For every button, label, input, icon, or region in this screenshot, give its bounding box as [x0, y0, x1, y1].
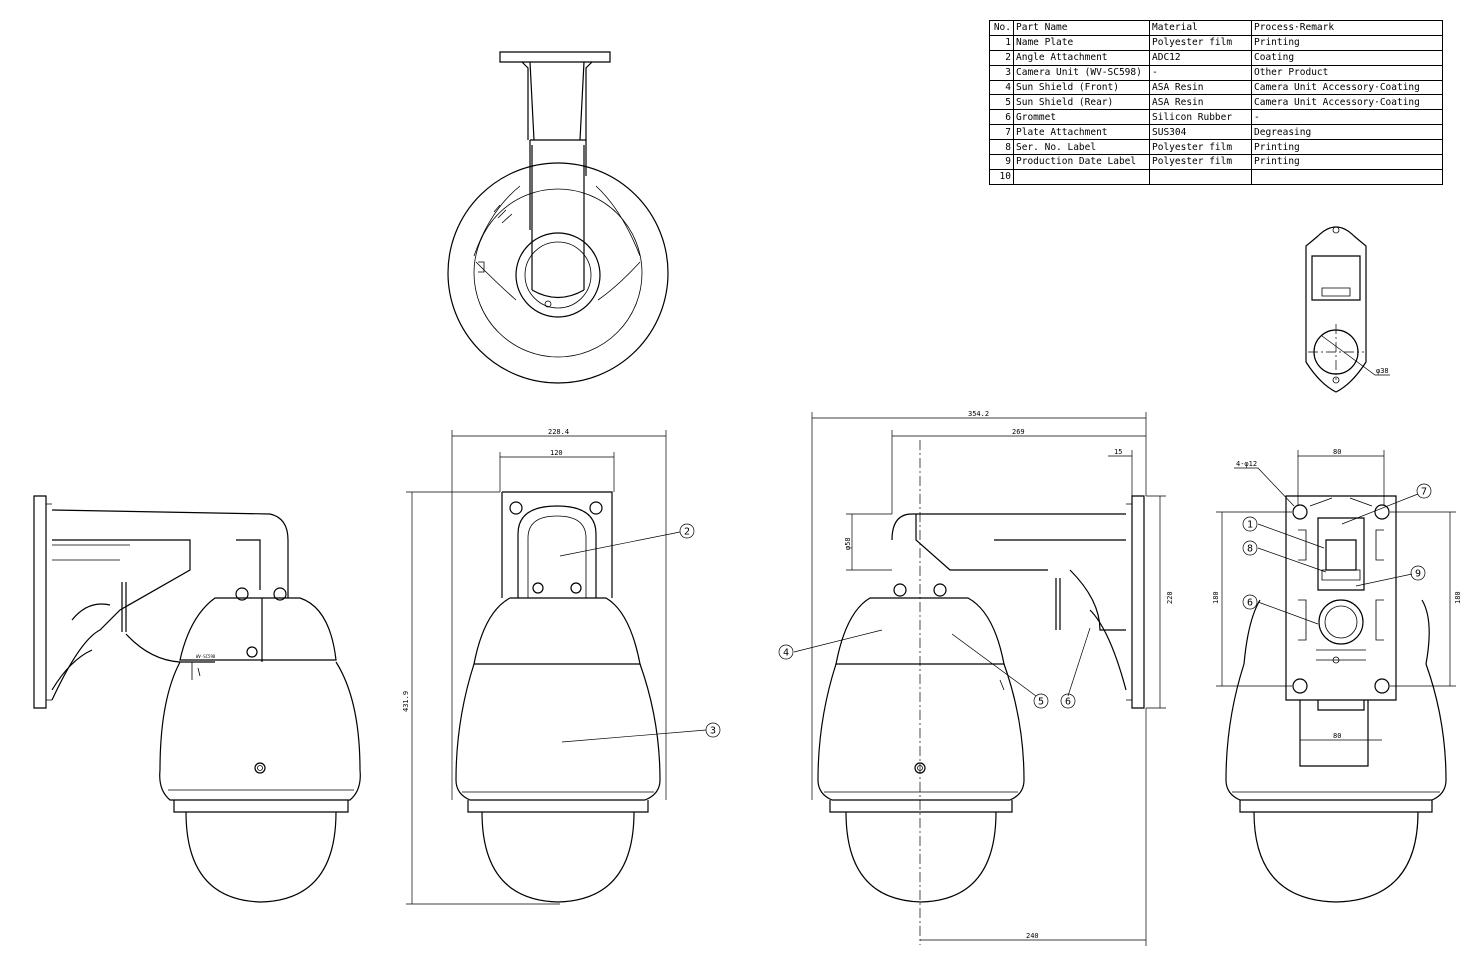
dimension-lines [406, 412, 1456, 946]
svg-text:2: 2 [684, 527, 690, 538]
table-row: 6 Grommet Silicon Rubber - [989, 109, 1443, 126]
svg-text:3: 3 [710, 726, 716, 737]
svg-text:8: 8 [1247, 544, 1253, 555]
callout-leaders [559, 493, 1419, 743]
table-row: 7 Plate Attachment SUS304 Degreasing [989, 124, 1443, 141]
balloon-5: 5 [1033, 693, 1049, 709]
svg-text:6: 6 [1065, 697, 1071, 708]
side-view-left: WV-SC598 [33, 495, 361, 903]
callout-balloons: 1 2 3 4 5 6 6 7 8 9 [679, 483, 1432, 738]
parts-table: No. Part Name Material Process·Remark 1 … [989, 20, 1443, 185]
dim-plate-height-left: 180 [1212, 591, 1220, 604]
table-row: 1 Name Plate Polyester film Printing [989, 34, 1443, 51]
svg-text:7: 7 [1421, 487, 1427, 498]
svg-text:9: 9 [1415, 569, 1421, 580]
dim-bracket-height: 220 [1166, 591, 1174, 604]
table-row: 4 Sun Shield (Front) ASA Resin Camera Un… [989, 79, 1443, 96]
dim-hole-dia-top-view: φ38 [1376, 367, 1389, 375]
balloon-2: 2 [679, 523, 695, 539]
table-row: 8 Ser. No. Label Polyester film Printing [989, 139, 1443, 156]
dim-width-front: 228.4 [548, 428, 569, 436]
balloon-4: 4 [778, 644, 794, 660]
svg-text:5: 5 [1038, 697, 1044, 708]
svg-text:6: 6 [1247, 598, 1253, 609]
front-view [455, 491, 661, 903]
svg-text:4: 4 [783, 648, 789, 659]
side-view-right [817, 440, 1145, 945]
top-view [447, 51, 669, 384]
svg-text:WV-SC598: WV-SC598 [196, 654, 216, 659]
balloon-6-rear: 6 [1242, 594, 1258, 610]
dim-plate-thickness: 15 [1114, 448, 1122, 456]
plate-view [1305, 226, 1390, 393]
dim-depth-total: 354.2 [968, 410, 989, 418]
balloon-9: 9 [1410, 565, 1426, 581]
dim-hole-spacing-top: 80 [1333, 448, 1341, 456]
rear-view [1225, 495, 1447, 903]
dim-hole-spacing-bottom: 80 [1333, 732, 1341, 740]
balloon-3: 3 [705, 722, 721, 738]
dim-bracket-width: 120 [550, 449, 563, 457]
dim-bottom-offset: 240 [1026, 932, 1039, 940]
dim-depth-axis: 269 [1012, 428, 1025, 436]
dim-bracket-dia: φ58 [844, 537, 852, 550]
row-remark [1251, 168, 1443, 185]
balloon-6: 6 [1060, 693, 1076, 709]
dim-plate-height-right: 180 [1454, 591, 1462, 604]
table-row: 5 Sun Shield (Rear) ASA Resin Camera Uni… [989, 94, 1443, 111]
table-row: 2 Angle Attachment ADC12 Coating [989, 49, 1443, 66]
row-no: 10 [989, 168, 1014, 185]
svg-text:1: 1 [1247, 520, 1253, 531]
balloon-1: 1 [1242, 516, 1258, 532]
balloon-8: 8 [1242, 540, 1258, 556]
dimension-labels: 228.4 120 431.9 354.2 269 15 220 φ58 240… [402, 367, 1462, 940]
dim-hole-note: 4-φ12 [1236, 460, 1257, 468]
balloon-7: 7 [1416, 483, 1432, 499]
table-row: 10 [989, 168, 1443, 185]
dim-height-total: 431.9 [402, 691, 410, 712]
